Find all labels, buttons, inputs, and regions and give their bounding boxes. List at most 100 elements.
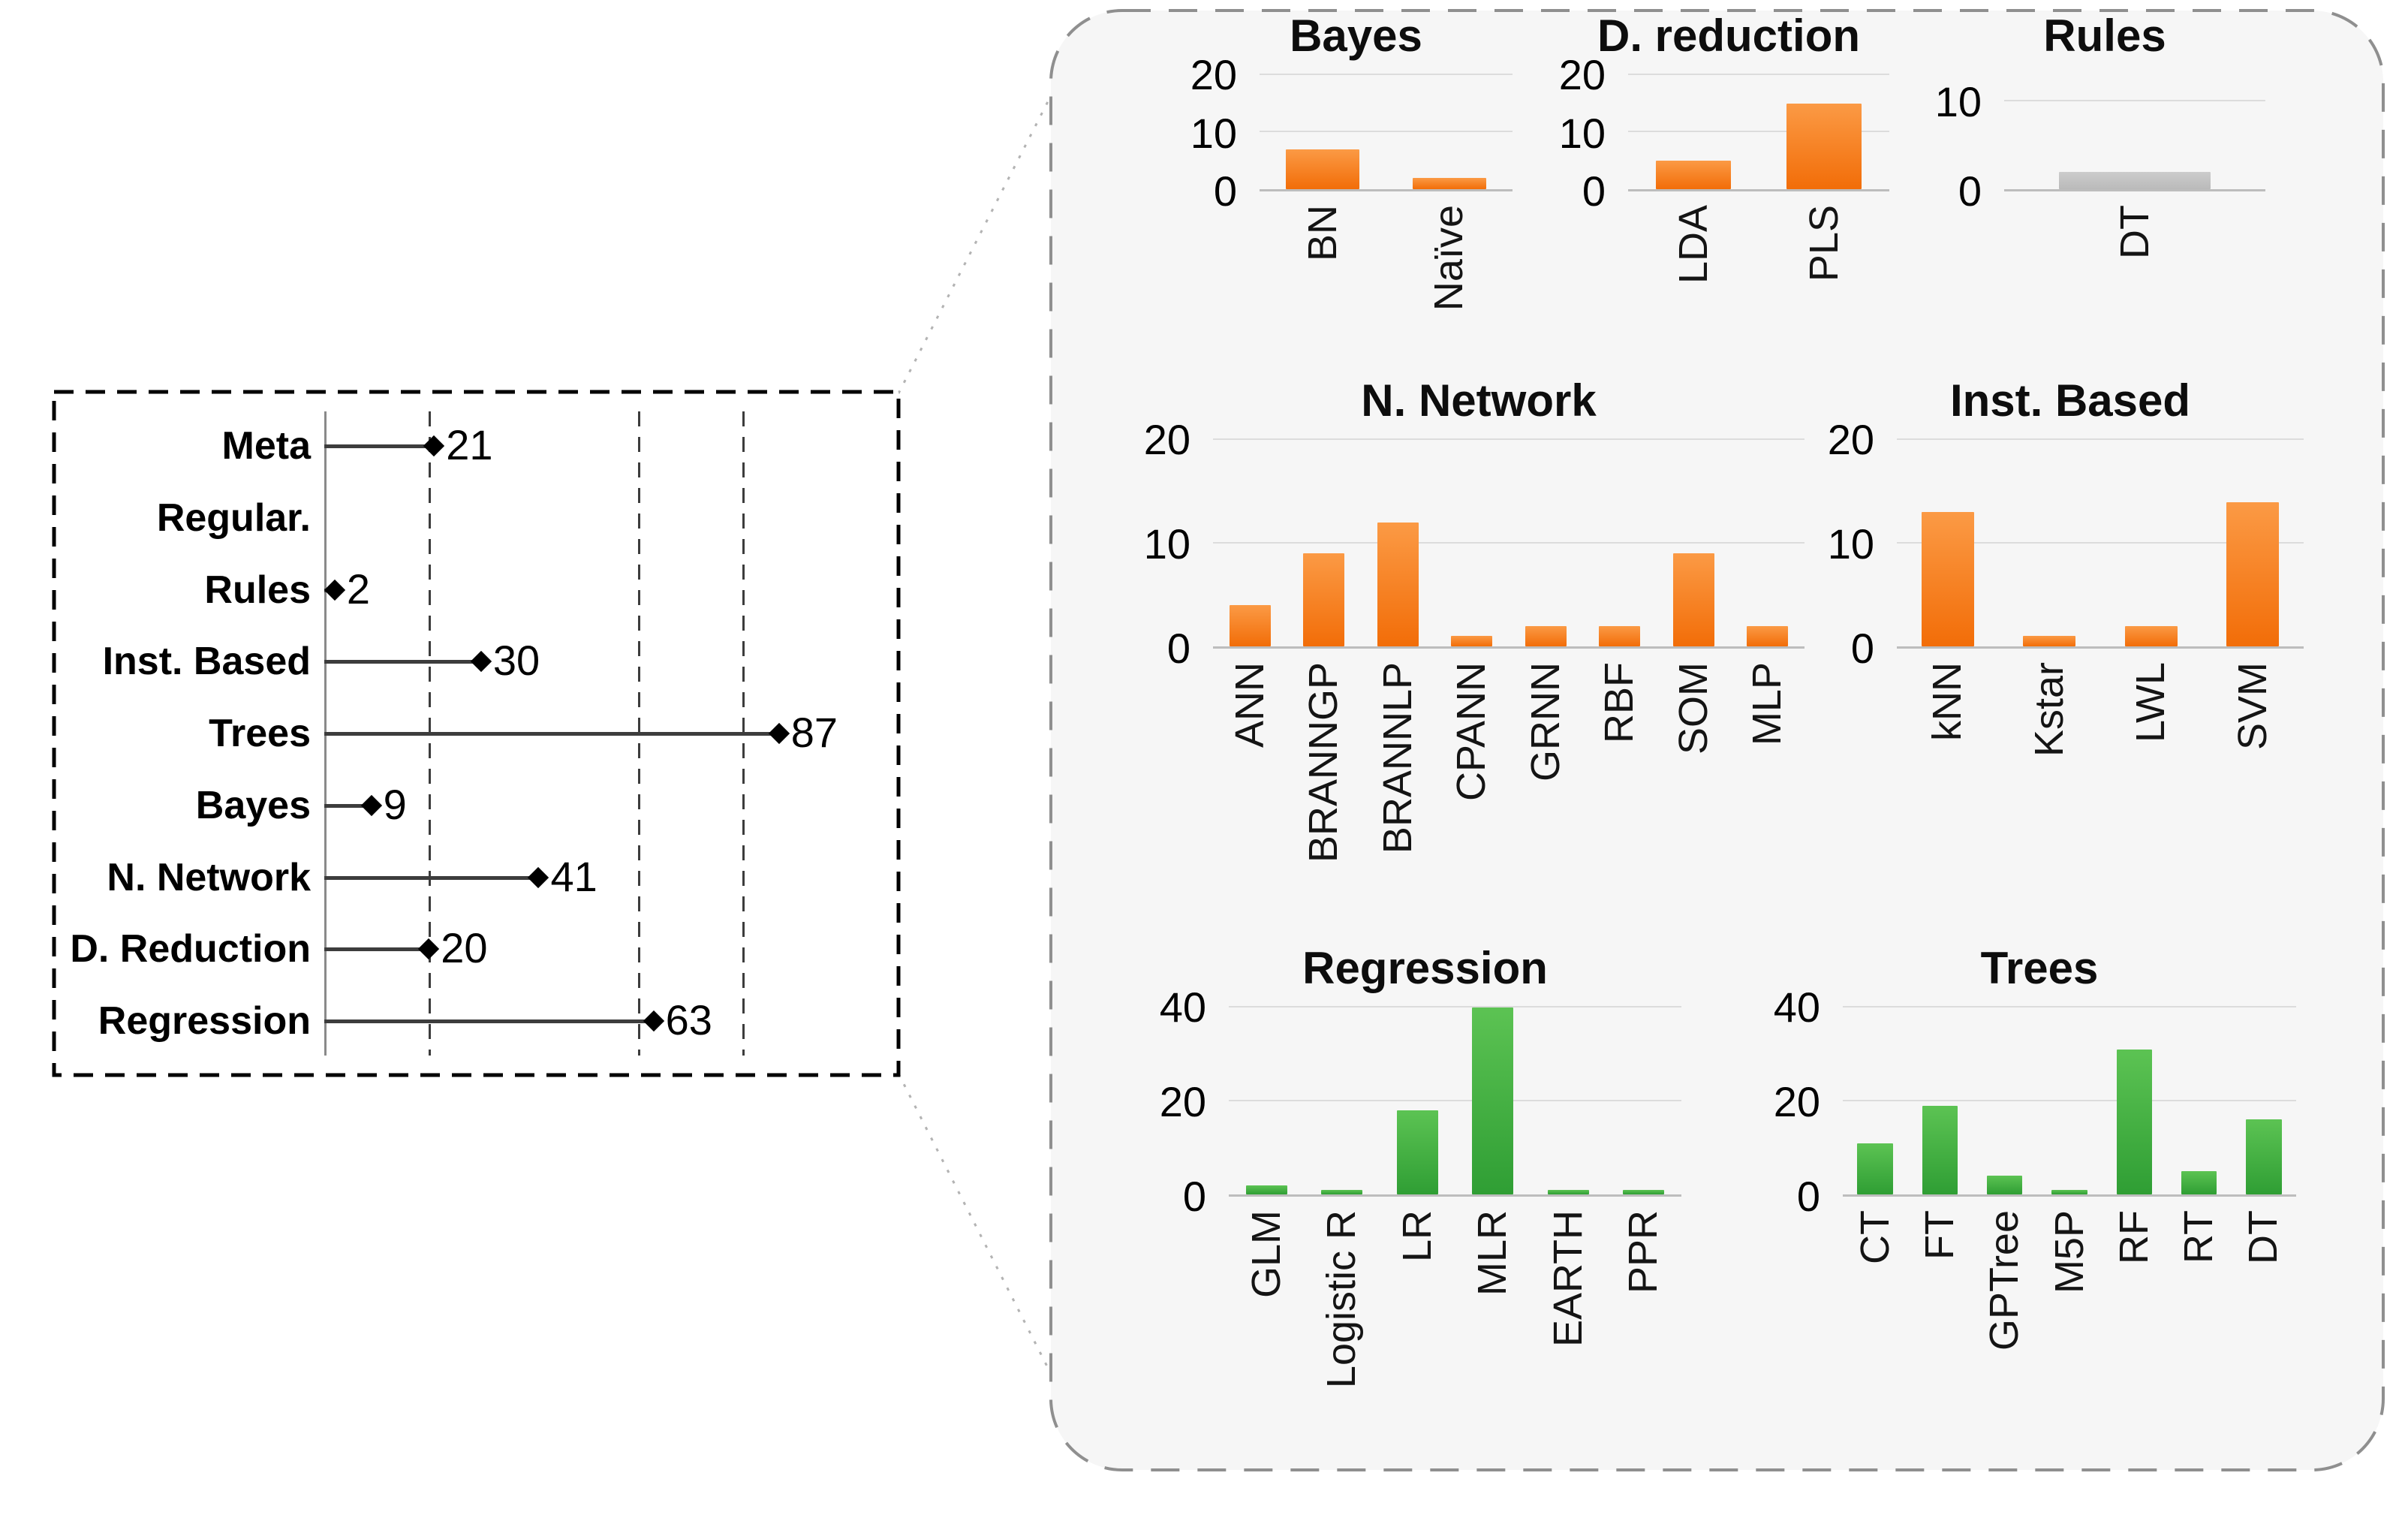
bar-column: [1657, 440, 1731, 646]
bar-column: [1435, 440, 1510, 646]
gridline-20: [1213, 438, 1804, 440]
x-axis-labels: kNN Kstar LWL SVM: [1897, 662, 2304, 985]
lollipop-stem: [324, 803, 372, 808]
x-axis-label: EARTH: [1545, 1210, 1591, 1348]
x-label-cell: LWL: [2100, 662, 2202, 985]
bar-column: [1531, 1007, 1606, 1194]
gridline-40: [1843, 1006, 2296, 1007]
gridline-20: [1229, 1099, 1681, 1101]
y-tick-label: 0: [1850, 625, 1874, 672]
bar-columns: [2004, 75, 2265, 189]
x-label-cell: PPR: [1606, 1210, 1682, 1533]
lollipop-category-label: Trees: [209, 712, 311, 755]
bar-column: [2202, 440, 2304, 646]
x-label-cell: SVM: [2202, 662, 2304, 985]
x-axis-label: M5P: [2046, 1210, 2092, 1294]
bar-column: [2037, 1007, 2102, 1194]
y-tick-label: 0: [1166, 625, 1190, 672]
bar-BN: [1286, 149, 1360, 189]
bar-DT: [2059, 171, 2211, 189]
lollipop-value: 30: [492, 637, 540, 685]
bar-DT: [2246, 1119, 2282, 1194]
chart-title: Regression: [1302, 943, 1548, 993]
x-axis-label: Kstar: [2026, 662, 2072, 757]
x-axis-label: CT: [1852, 1210, 1898, 1264]
bar-M5P: [2051, 1189, 2087, 1194]
detail-panel-border: [1049, 9, 2385, 1471]
lollipop-stem: [324, 947, 429, 952]
x-axis-label: PLS: [1801, 205, 1847, 282]
chart-title: Rules: [2043, 11, 2166, 61]
bar-GRNN: [1525, 625, 1567, 646]
bar-MLP: [1747, 625, 1789, 646]
lollipop-diamond-marker: [423, 435, 445, 457]
y-tick-label: 10: [1558, 109, 1606, 157]
x-axis-label: SVM: [2229, 662, 2275, 751]
y-tick-label: 20: [1143, 416, 1190, 463]
bar-RF: [2116, 1050, 2152, 1194]
bar-LR: [1396, 1110, 1438, 1194]
lollipop-row: D. Reduction 20: [54, 914, 883, 983]
x-axis-label: LR: [1394, 1210, 1440, 1263]
lollipop-category-label: D. Reduction: [70, 927, 311, 971]
y-tick-label: 20: [1558, 51, 1606, 98]
bar-columns: [1843, 1007, 2296, 1194]
lollipop-row: Regular.: [54, 483, 883, 553]
bar-column: [1509, 440, 1583, 646]
bar-FT: [1922, 1105, 1958, 1194]
y-tick-label: 0: [1958, 167, 1982, 215]
x-axis-label: BN: [1299, 205, 1345, 262]
lollipop-value: 63: [665, 996, 712, 1044]
x-label-cell: BRANNLP: [1361, 662, 1435, 985]
x-axis-label: LWL: [2128, 662, 2174, 743]
gridline-10: [2004, 100, 2265, 102]
y-tick-label: 20: [1827, 416, 1874, 463]
x-label-cell: Logistic R: [1305, 1210, 1380, 1533]
bar-column: [1305, 1007, 1380, 1194]
lollipop-plot: 9: [324, 771, 883, 840]
bar-column: [1759, 75, 1889, 189]
x-label-cell: GPTree: [1973, 1210, 2037, 1533]
x-axis-label: kNN: [1925, 662, 1970, 741]
x-label-cell: CPANN: [1435, 662, 1510, 985]
lollipop-stem: [324, 660, 481, 664]
bar-columns: [1628, 75, 1889, 189]
plot-area: [1897, 438, 2304, 649]
lollipop-value: 21: [446, 421, 493, 469]
bar-columns: [1897, 440, 2304, 646]
bar-column: [2102, 1007, 2166, 1194]
bar-SOM: [1672, 553, 1714, 646]
bar-column: [1380, 1007, 1455, 1194]
lollipop-value: 2: [346, 565, 371, 613]
bar-columns: [1213, 440, 1804, 646]
bar-Kstar: [2023, 636, 2076, 646]
bar-LWL: [2124, 625, 2178, 646]
bar-column: [2004, 75, 2265, 189]
lollipop-stem: [324, 1019, 654, 1023]
lollipop-plot: 20: [324, 914, 883, 983]
bar-column: [1843, 1007, 1907, 1194]
gridline-20: [1628, 74, 1889, 75]
lollipop-category-label: N. Network: [107, 855, 311, 899]
plot-area: [2004, 75, 2265, 191]
gridline-10: [1260, 131, 1513, 132]
gridline-10: [1628, 131, 1889, 132]
x-label-cell: RT: [2166, 1210, 2231, 1533]
x-axis-label: DT: [2241, 1210, 2286, 1264]
plot-area: [1229, 1006, 1681, 1197]
